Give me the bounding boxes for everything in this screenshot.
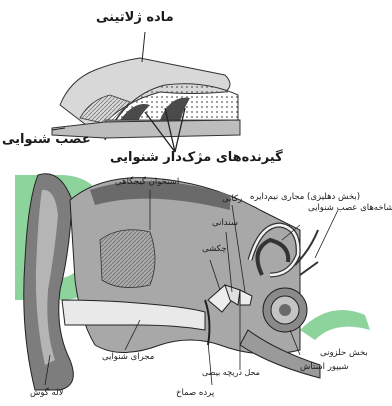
label-ear-canal: مجرای شنوایی	[102, 352, 154, 362]
label-hammer: چکشی	[202, 244, 227, 254]
label-eustachian-tube: شیپور استاش	[300, 362, 348, 372]
label-auricle: لاله گوش	[30, 388, 64, 398]
label-vestibular-part: (بخش دهلیزی) مجاری نیم‌دایره	[250, 192, 360, 202]
label-temporal-bone: استخوان گیجگاهی	[115, 177, 179, 187]
label-eardrum: پرده صماخ	[176, 388, 214, 398]
label-anvil: سندانی	[212, 218, 238, 228]
label-stirrup: رکابی	[222, 194, 242, 204]
label-oval-window: محل دریچه بیضی	[202, 368, 260, 377]
label-nerve-branches: شاخه‌های عصب شنوایی	[308, 203, 392, 213]
label-gelatinous-substance: ماده ژلاتینی	[96, 10, 174, 25]
label-cochlea: بخش حلزونی	[320, 348, 368, 358]
label-auditory-nerve: عصب شنوایی	[2, 132, 91, 147]
label-hair-cells: گیرنده‌های مژک‌دار شنوایی	[110, 150, 283, 165]
